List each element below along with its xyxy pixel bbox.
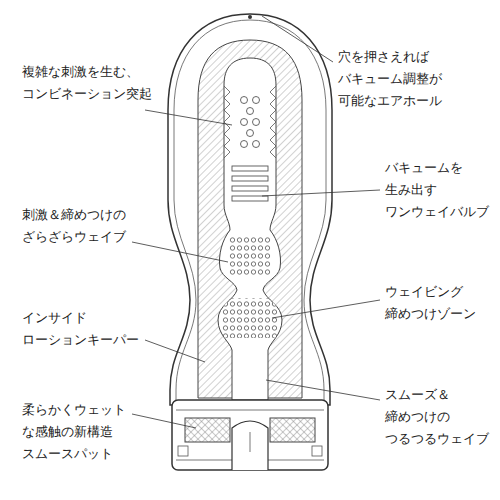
callout-label: 柔らかくウェット な感触の新構造 スムースパット (22, 399, 126, 465)
inner-canal (218, 58, 282, 400)
callout-label: 複雑な刺激を生む、 コンビネーション突起 (22, 61, 152, 105)
label-anchor: ウェイビング 締めつけゾーン (385, 281, 476, 325)
label-anchor: スムーズ＆ 締めつけの つるつるウェイブ (385, 384, 489, 450)
callout-label: 刺激＆締めつけの ざらざらウェイブ (22, 204, 126, 248)
leader-line (132, 414, 196, 428)
leader-line (145, 340, 205, 362)
base-rib (178, 446, 188, 456)
callout-label: 穴を押さえれば バキューム調整が 可能なエアホール (338, 46, 442, 112)
leader-line (272, 300, 380, 318)
leader-line (262, 190, 380, 196)
air-hole (248, 15, 252, 19)
bump-dots (241, 97, 260, 148)
inner-case-line (174, 20, 326, 402)
callout-label: バキュームを 生み出す ワンウェイバルブ (385, 157, 489, 223)
label-anchor: バキュームを 生み出す ワンウェイバルブ (385, 157, 489, 223)
label-anchor: 複雑な刺激を生む、 コンビネーション突起 (22, 61, 152, 105)
leader-line (262, 16, 333, 62)
smooth-pad (185, 418, 230, 442)
valve-slit (250, 432, 251, 452)
label-anchor: インサイド ローションキーパー (22, 307, 139, 351)
serration (270, 86, 276, 158)
callout-label: ウェイビング 締めつけゾーン (385, 281, 476, 325)
label-anchor: 柔らかくウェット な感触の新構造 スムースパット (22, 399, 126, 465)
base-cap (172, 400, 328, 470)
callout-label: インサイド ローションキーパー (22, 307, 139, 351)
leader-line (132, 242, 228, 262)
base-ledge (176, 410, 324, 411)
one-way-valve (232, 421, 268, 470)
leader-line (145, 110, 232, 125)
callout-label: スムーズ＆ 締めつけの つるつるウェイブ (385, 384, 489, 450)
base-rib (312, 446, 322, 456)
serration (224, 86, 230, 158)
outer-case (168, 14, 332, 405)
leader-line (266, 380, 380, 400)
label-anchor: 刺激＆締めつけの ざらざらウェイブ (22, 204, 126, 248)
smooth-pad (270, 418, 315, 442)
label-anchor: 穴を押さえれば バキューム調整が 可能なエアホール (338, 46, 442, 112)
dot-grid (222, 236, 278, 338)
